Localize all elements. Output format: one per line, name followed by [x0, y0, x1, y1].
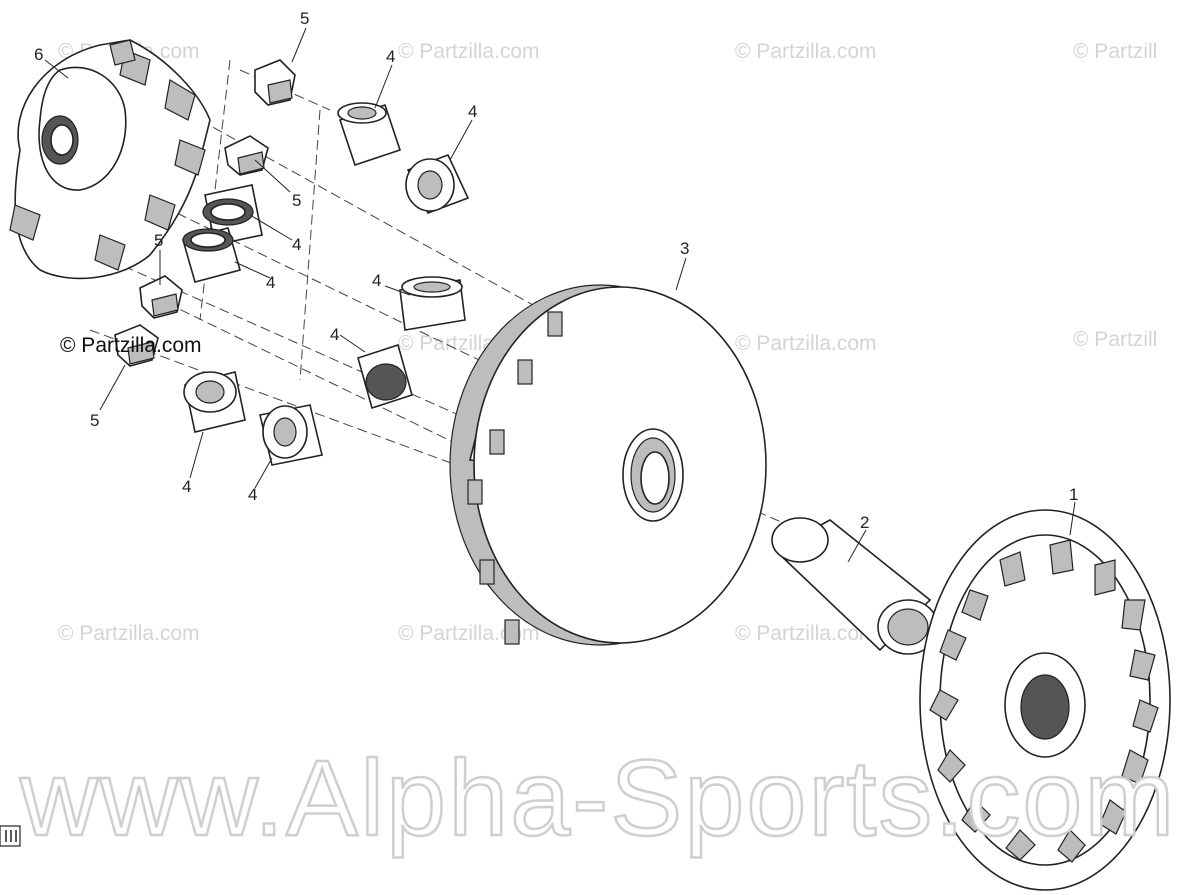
callout-4: 4 [468, 102, 477, 121]
fixed-sheave-part-1 [919, 509, 1171, 891]
callout-4: 4 [248, 485, 257, 504]
callout-4: 4 [372, 271, 381, 290]
edge-fragment [0, 825, 21, 847]
callout-4: 4 [330, 325, 339, 344]
callout-4: 4 [266, 273, 275, 292]
callout-5: 5 [300, 9, 309, 28]
callout-6: 6 [34, 45, 43, 64]
watermark-dark: © Partzilla.com [60, 334, 202, 357]
pulley-disc-part-3 [449, 284, 767, 646]
callout-5: 5 [292, 191, 301, 210]
watermark-text: © Partzill [1073, 40, 1157, 63]
callouts: 6 5 4 4 5 4 4 5 4 4 5 4 4 3 2 1 [34, 9, 1078, 532]
cooling-fins [929, 539, 1159, 863]
watermark-text: © Partzill [1073, 328, 1157, 351]
watermark-text: © Partzilla.com [398, 622, 540, 645]
slider-part-5 [114, 59, 296, 367]
callout-4: 4 [386, 47, 395, 66]
sleeve-part-2 [771, 517, 939, 655]
callout-5: 5 [90, 411, 99, 430]
watermark-text: © Partzilla.com [58, 622, 200, 645]
watermark-text: © Partzilla.com [398, 40, 540, 63]
callout-3: 3 [680, 239, 689, 258]
watermark-text: © Partzilla.com [735, 40, 877, 63]
callout-1: 1 [1069, 485, 1078, 504]
leader-lines [44, 27, 1076, 563]
callout-5: 5 [154, 231, 163, 250]
watermark-row-lower: © Partzilla.com © Partzilla.com © Partzi… [58, 622, 877, 645]
moveable-sheave-part-6 [9, 39, 211, 280]
watermark-text: © Partzilla.com [735, 622, 877, 645]
callout-4: 4 [182, 477, 191, 496]
watermark-text: © Partzilla.com [735, 332, 877, 355]
watermark-row-top: © Partzilla.com © Partzilla.com © Partzi… [58, 40, 1157, 63]
callout-2: 2 [860, 513, 869, 532]
callout-4: 4 [292, 235, 301, 254]
site-watermark: www.Alpha-Sports.com [19, 737, 1176, 858]
roller-part-4 [182, 102, 470, 466]
